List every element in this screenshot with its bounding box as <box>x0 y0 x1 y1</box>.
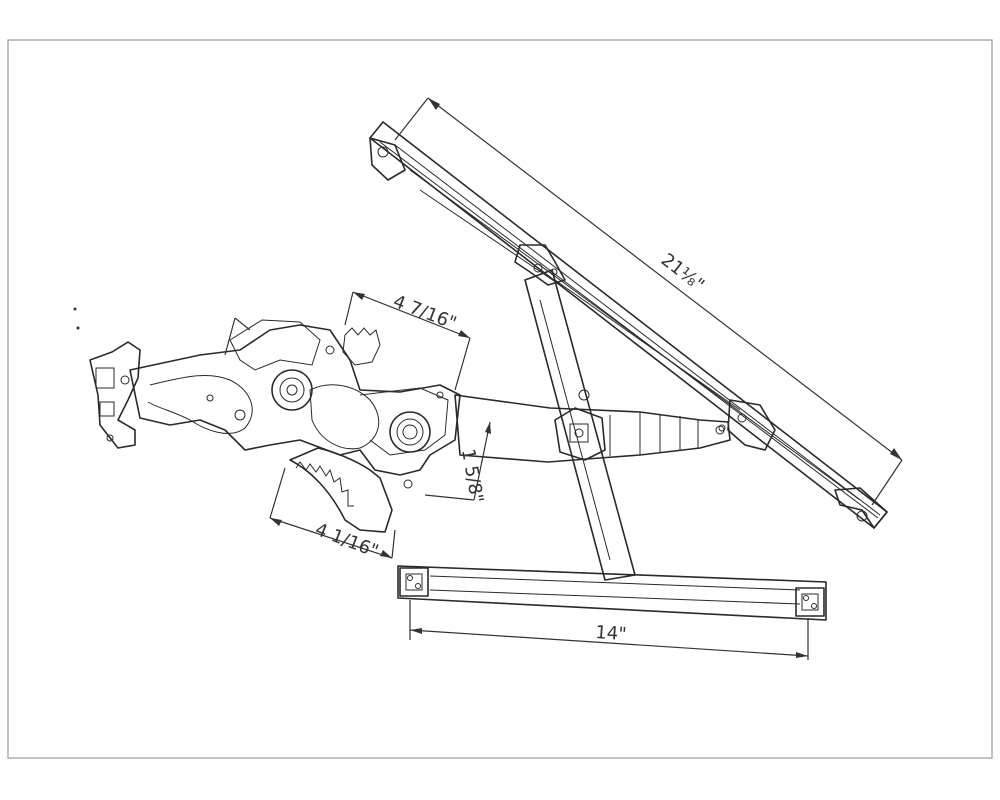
sector-width-dimension <box>269 467 396 559</box>
motor-width-dimension <box>224 291 471 391</box>
lift-arm <box>524 269 636 581</box>
marker-dot <box>76 326 80 330</box>
bottom-rail-length-label: 14" <box>595 622 628 645</box>
rail-length-dimension <box>394 97 903 506</box>
top-guide-rail <box>369 121 888 529</box>
bottom-rail <box>397 565 827 621</box>
motor-assembly <box>89 319 731 533</box>
bottom-rail-dimension <box>409 600 809 660</box>
marker-dot <box>73 307 77 311</box>
sector-height-dimension <box>424 421 491 501</box>
sector-width-label: 4 1/16" <box>312 519 381 562</box>
drawing-frame <box>7 39 993 759</box>
motor-width-label: 4 7/16" <box>390 291 459 334</box>
pivot-plate <box>554 389 606 461</box>
rail-length-label: 21⅛" <box>657 249 708 295</box>
